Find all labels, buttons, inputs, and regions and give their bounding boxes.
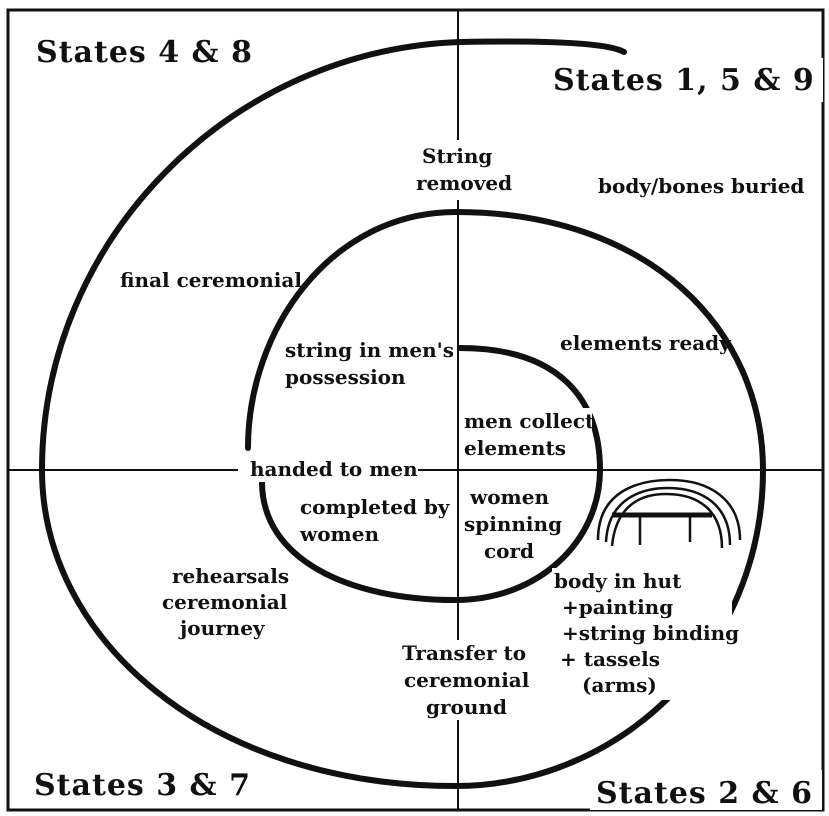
elements-ready-label: elements ready [560, 331, 732, 355]
rehearsals-ceremonial-journey-label: rehearsals ceremonial journey [162, 564, 296, 640]
border-frame [6, 8, 825, 812]
body-in-hut-label: body in hut +painting +string binding + … [554, 569, 746, 697]
string-in-mens-possession-label: string in men's possession [285, 338, 461, 389]
handed-to-men-label: handed to men [250, 457, 418, 481]
states-3-7-label: States 3 & 7 [34, 768, 251, 803]
states-4-8-label: States 4 & 8 [36, 35, 253, 70]
body-bones-buried-label: body/bones buried [598, 174, 804, 198]
hut-icon [596, 478, 742, 549]
women-spinning-cord-label: women spinning cord [464, 485, 569, 563]
states-2-6-label: States 2 & 6 [596, 776, 813, 811]
men-collect-elements-label: men collect elements [464, 409, 601, 460]
string-removed-label: String removed [416, 144, 512, 195]
states-1-5-9-label: States 1, 5 & 9 [553, 63, 815, 98]
transfer-to-ceremonial-ground-label: Transfer to ceremonial ground [402, 641, 536, 719]
final-ceremonial-label: final ceremonial [120, 268, 302, 292]
completed-by-women-label: completed by women [299, 495, 456, 546]
spiral-path [38, 38, 767, 790]
